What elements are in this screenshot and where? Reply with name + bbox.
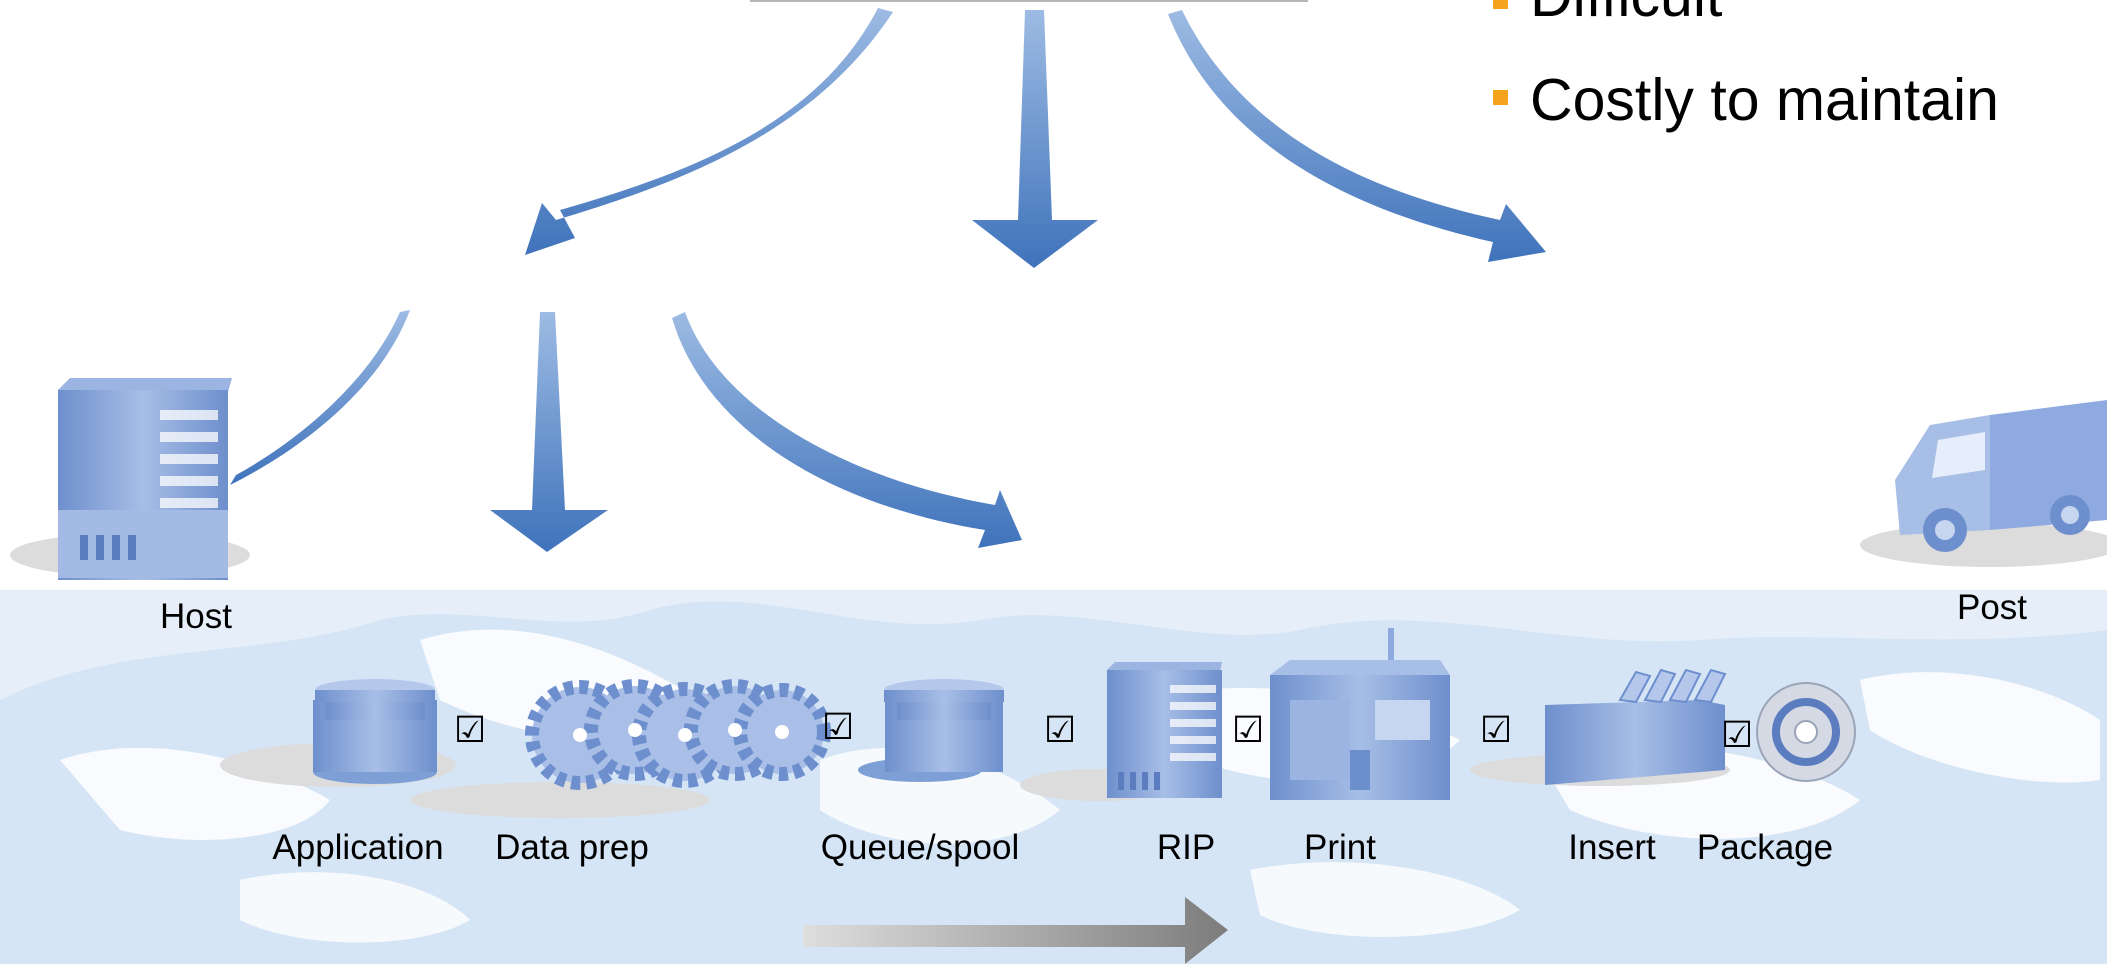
inserter-icon (1470, 668, 1730, 786)
arrow-top-left (525, 8, 893, 255)
label-application: Application (272, 828, 444, 867)
arrow-top-center (972, 10, 1098, 268)
arrow-mid-right (672, 312, 1022, 548)
label-post: Post (1956, 588, 2028, 627)
label-host: Host (160, 597, 232, 636)
post-truck-icon (1860, 400, 2107, 567)
label-print: Print (1304, 828, 1376, 867)
bullet-item: Difficult (1530, 0, 1722, 30)
check-icon: ☑ (1480, 710, 1513, 751)
host-server-icon (10, 378, 250, 580)
data-prep-gears-icon (410, 679, 831, 818)
process-flow-arrow (803, 897, 1228, 964)
printer-icon (1270, 628, 1450, 800)
arrow-to-host (230, 310, 410, 485)
package-disc-icon (1756, 682, 1856, 782)
top-divider-line (750, 0, 1308, 2)
second-branch-arrows (230, 310, 1022, 552)
label-insert: Insert (1568, 828, 1656, 867)
arrow-top-right (1168, 10, 1546, 262)
bullet-item: Costly to maintain (1530, 67, 1999, 133)
label-rip: RIP (1156, 828, 1216, 867)
application-cylinder-icon (220, 679, 456, 787)
check-icon: ☑ (822, 707, 855, 748)
label-package: Package (1696, 828, 1834, 867)
check-icon: ☑ (1232, 710, 1265, 751)
check-icon: ☑ (454, 710, 487, 751)
rip-server-icon (1020, 662, 1222, 801)
check-icon: ☑ (1044, 710, 1077, 751)
bullet-marker (1493, 0, 1508, 9)
bullet-marker (1493, 90, 1508, 105)
queue-spool-cylinder-icon (858, 679, 1004, 782)
arrow-mid-center (490, 312, 608, 552)
label-queue-spool: Queue/spool (820, 828, 1020, 867)
label-data-prep: Data prep (495, 828, 649, 867)
top-branch-arrows (525, 8, 1546, 268)
check-icon: ☑ (1721, 715, 1754, 756)
